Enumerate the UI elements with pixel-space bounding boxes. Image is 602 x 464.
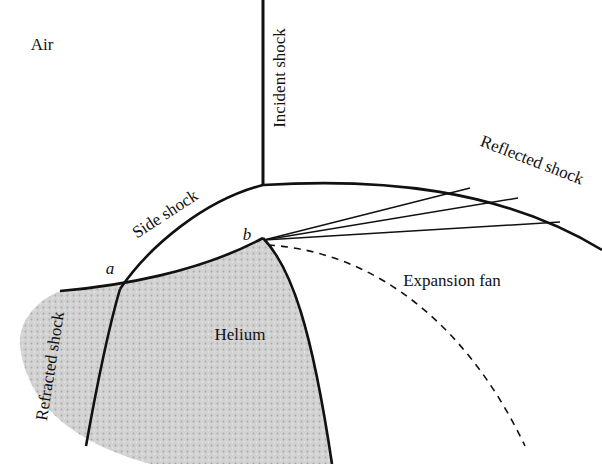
expansion-ray [264,188,470,240]
expansion-ray [264,222,560,240]
slip-line [268,245,525,446]
shock-label: Reflected shock [478,133,586,188]
point-label: b [243,226,252,243]
side-shock-line [120,185,263,289]
point-label: a [106,260,115,277]
refracted-shock-line [86,289,120,446]
region-name: Air [31,36,54,53]
expansion-ray [264,198,518,240]
helium-fill [20,238,332,464]
shock-label: Incident shock [271,28,288,128]
reflected-shock-line [263,183,602,250]
incident-shock-line [262,0,265,185]
bubble-boundary [60,238,263,291]
wave-label: Expansion fan [403,272,501,289]
helium-outline [15,228,340,464]
helium-region: Helium [15,228,340,464]
shock-label: Side shock [129,187,200,242]
bubble-boundary [263,238,332,464]
region-name: Helium [215,326,266,343]
